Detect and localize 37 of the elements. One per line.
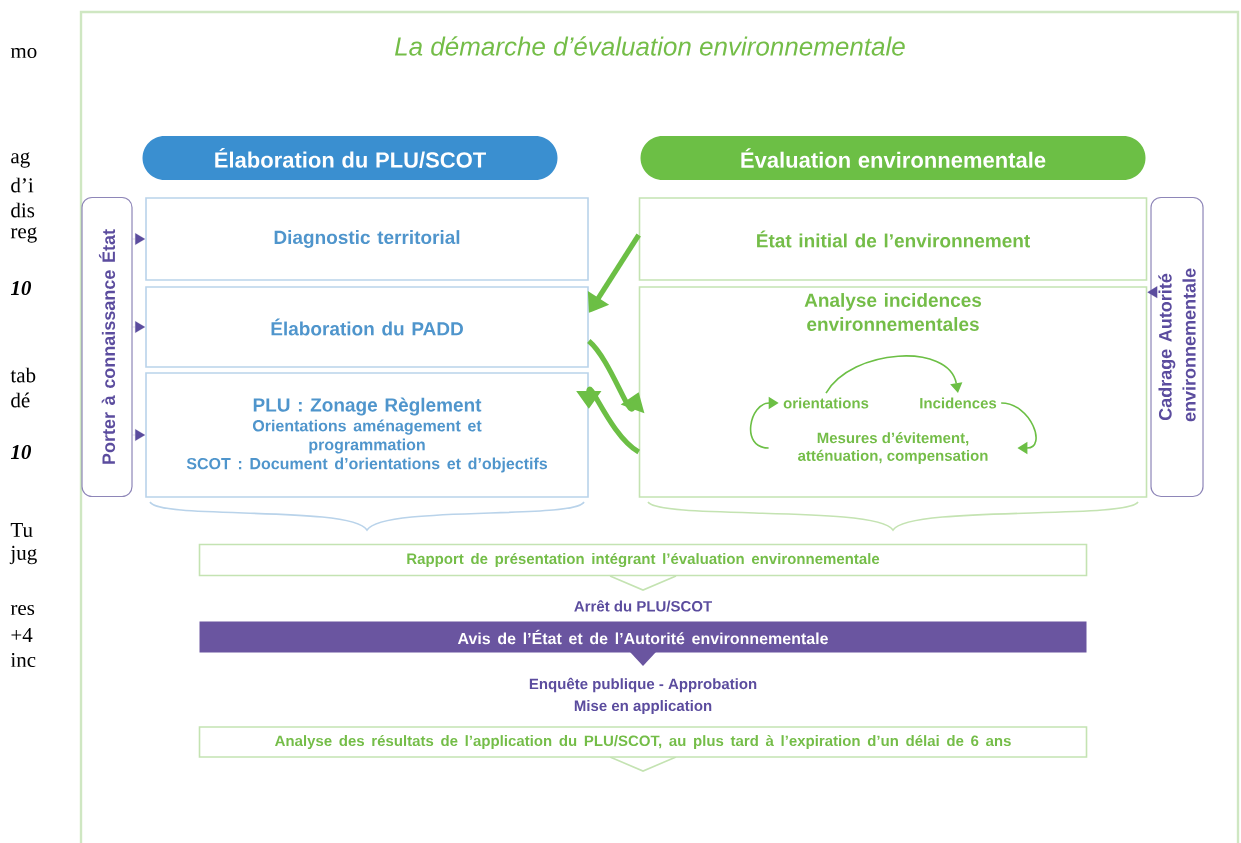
text-fragment: +4 bbox=[11, 628, 33, 642]
process-box: Diagnostic territorial bbox=[145, 197, 589, 281]
text-fragment: tab bbox=[10, 367, 36, 383]
text-fragment: res bbox=[10, 605, 35, 616]
step-label: Arrêt du PLU/SCOT bbox=[574, 600, 712, 612]
text-fragment: mo bbox=[10, 47, 37, 59]
arrow bbox=[1000, 402, 1037, 455]
side-box: Cadrage Autorité environnementale bbox=[1150, 196, 1204, 498]
side-box: Porter à connaissance État bbox=[81, 196, 133, 498]
arrow bbox=[132, 321, 146, 333]
process-box: Analyse des résultats de l’application du PLU/SCOT, au plus tard à l’expiration d’un délai de 6 ans bbox=[198, 726, 1088, 758]
text-fragment: Tu bbox=[10, 523, 33, 537]
text-fragment: jug bbox=[9, 545, 37, 565]
header-banner: Évaluation environnementale bbox=[640, 136, 1146, 180]
process-box: État initial de l’environnement bbox=[638, 197, 1148, 281]
step-label: Mesures d’évitement, atténuation, compensation bbox=[798, 432, 988, 464]
text-fragment: d’i bbox=[11, 177, 34, 193]
process-box: Élaboration du PADD bbox=[145, 286, 589, 368]
text-fragment: ag bbox=[11, 152, 30, 168]
arrow bbox=[1147, 286, 1158, 299]
process-box: PLU : Zonage Règlement Orientations aménagement et programmation SCOT : Document d’orientations et d’objectifs bbox=[145, 372, 589, 498]
arrow bbox=[132, 233, 146, 245]
text-fragment: reg bbox=[10, 227, 37, 243]
text-fragment: dé bbox=[11, 392, 30, 408]
process-box: Rapport de présentation intégrant l’évaluation environnementale bbox=[198, 543, 1088, 577]
title: La démarche d’évaluation environnementale bbox=[395, 36, 905, 56]
step-label: Enquête publique - Approbation bbox=[529, 677, 757, 693]
text-fragment: 10 bbox=[10, 280, 32, 296]
header-banner: Élaboration du PLU/SCOT bbox=[142, 136, 558, 180]
arrow bbox=[132, 429, 146, 441]
text-fragment: dis bbox=[11, 202, 35, 218]
text-fragment: 10 bbox=[10, 444, 32, 460]
text-fragment: inc bbox=[10, 652, 36, 668]
step-label: orientations bbox=[783, 397, 869, 409]
arrow bbox=[825, 355, 963, 394]
process-bar: Avis de l’État et de l’Autorité environnementale bbox=[199, 621, 1087, 666]
step-label: Incidences bbox=[920, 397, 997, 409]
